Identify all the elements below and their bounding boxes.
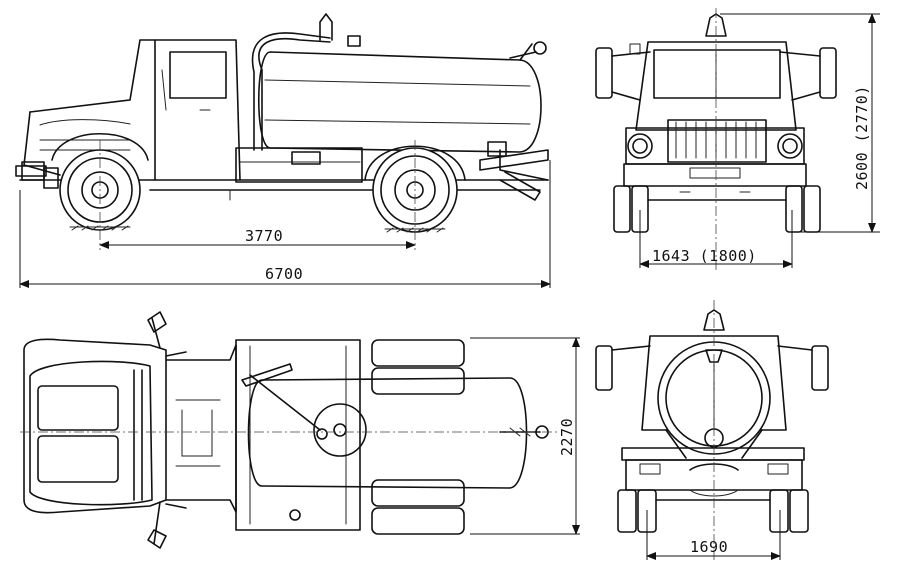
overall-height-label: 2600 (2770) [853,85,871,190]
overall-length-dimension: 6700 [19,265,551,288]
front-wheels [613,185,821,233]
wheelbase-label: 3770 [245,227,283,245]
side-tank [251,13,549,201]
top-view: 2270 [20,311,580,549]
rear-beacon [703,309,725,331]
wheelbase-dimension: 3770 [99,227,416,249]
rear-right-mirror [811,345,829,391]
rear-frame [621,429,805,491]
rear-cab [641,335,787,431]
side-view: 3770 6700 [15,13,551,288]
front-beacon [705,13,727,37]
top-mirrors [147,311,187,549]
front-right-mirror [819,47,837,99]
rear-left-mirror [595,345,613,391]
overall-length-label: 6700 [265,265,303,283]
front-view: 1643 (1800) 2600 (2770) [595,8,880,270]
side-cab [15,39,241,189]
top-cab [23,338,237,514]
front-track-label: 1643 (1800) [652,247,757,265]
rear-wheels [617,489,809,533]
rear-view: 1690 [595,300,829,560]
overall-width-dimension: 2270 [558,337,580,535]
front-track-dimension: 1643 (1800) [639,247,793,268]
front-left-mirror [595,47,613,99]
rear-track-dimension: 1690 [646,538,781,560]
overall-width-label: 2270 [558,418,576,456]
front-cab [623,41,807,187]
overall-height-dimension: 2600 (2770) [853,13,876,233]
top-chassis [235,339,465,535]
top-tank [241,363,549,489]
rear-track-label: 1690 [690,538,728,556]
